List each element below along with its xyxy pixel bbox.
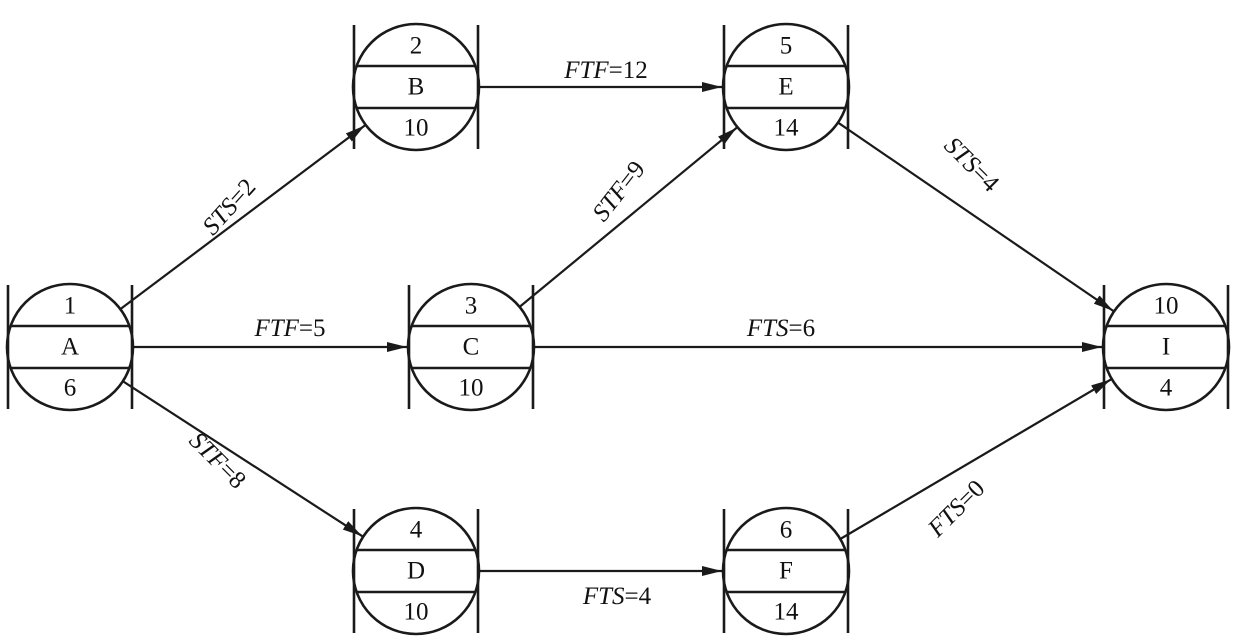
node-duration: 10 — [404, 599, 429, 626]
edge-a-b: STS=2 — [119, 124, 366, 311]
edge-c-e: STF=9 — [518, 126, 738, 308]
node-c: 3C 10 — [406, 282, 536, 412]
node-d: 4D 10 — [351, 506, 481, 636]
node-b: 2B 10 — [351, 22, 481, 152]
node-duration: 14 — [774, 599, 800, 626]
edge-arrow — [837, 121, 1114, 312]
edge-lag: 5 — [313, 315, 326, 342]
node-name: D — [407, 558, 425, 585]
node-duration: 10 — [459, 375, 484, 402]
edge-label: STS=4 — [939, 132, 1005, 198]
edge-type: FTF — [563, 57, 609, 84]
edge-b-e: FTF=12 — [479, 57, 722, 92]
edge-equals: = — [625, 583, 639, 610]
edge-equals: = — [299, 315, 313, 342]
node-duration: 14 — [774, 115, 800, 142]
node-name: E — [778, 74, 793, 101]
node-number: 6 — [780, 517, 793, 544]
node-duration: 10 — [404, 115, 429, 142]
edge-type: FTS — [582, 583, 625, 610]
edge-lag: 4 — [639, 583, 652, 610]
edge-f-i: FTS=0 — [839, 378, 1112, 543]
edge-c-i: FTS=6 — [534, 315, 1102, 352]
node-name: A — [61, 334, 79, 361]
edge-d-f: FTS=4 — [479, 566, 722, 610]
node-duration: 6 — [64, 375, 77, 402]
node-a: 1A 6 — [5, 282, 135, 412]
node-e: 5E 14 — [721, 22, 851, 152]
edge-a-d: STF=8 — [122, 380, 363, 538]
edge-label: STF=9 — [587, 156, 650, 226]
edge-arrow — [119, 124, 366, 311]
edges-layer: STS=2FTF=5STF=8FTF=12STF=9FTS=6FTS=4STS=… — [119, 57, 1114, 610]
node-name: F — [779, 558, 793, 585]
edge-equals: = — [609, 57, 623, 84]
node-i: 10I 4 — [1101, 282, 1231, 412]
edge-arrow — [518, 126, 738, 308]
edge-e-i: STS=4 — [837, 121, 1114, 312]
edge-equals: = — [789, 315, 803, 342]
edge-label: STF=8 — [184, 427, 251, 494]
node-name: B — [408, 74, 425, 101]
edge-a-c: FTF=5 — [133, 315, 407, 352]
edge-label: FTS=6 — [746, 315, 815, 342]
edge-arrow — [122, 380, 363, 538]
node-duration: 4 — [1160, 375, 1173, 402]
node-number: 3 — [465, 293, 478, 320]
edge-label: FTF=5 — [253, 315, 325, 342]
node-number: 10 — [1154, 293, 1179, 320]
edge-type: FTS — [746, 315, 789, 342]
edge-label: FTF=12 — [563, 57, 648, 84]
node-number: 1 — [64, 293, 77, 320]
node-name: I — [1162, 334, 1170, 361]
edge-arrow — [839, 378, 1112, 540]
node-number: 2 — [410, 33, 423, 60]
edge-type: FTF — [253, 315, 299, 342]
node-name: C — [463, 334, 480, 361]
edge-lag: 6 — [803, 315, 816, 342]
node-number: 5 — [780, 33, 793, 60]
edge-lag: 12 — [623, 57, 648, 84]
edge-label: FTS=4 — [582, 583, 652, 610]
node-number: 4 — [410, 517, 423, 544]
node-f: 6F 14 — [721, 506, 851, 636]
edge-label: STS=2 — [197, 174, 261, 241]
